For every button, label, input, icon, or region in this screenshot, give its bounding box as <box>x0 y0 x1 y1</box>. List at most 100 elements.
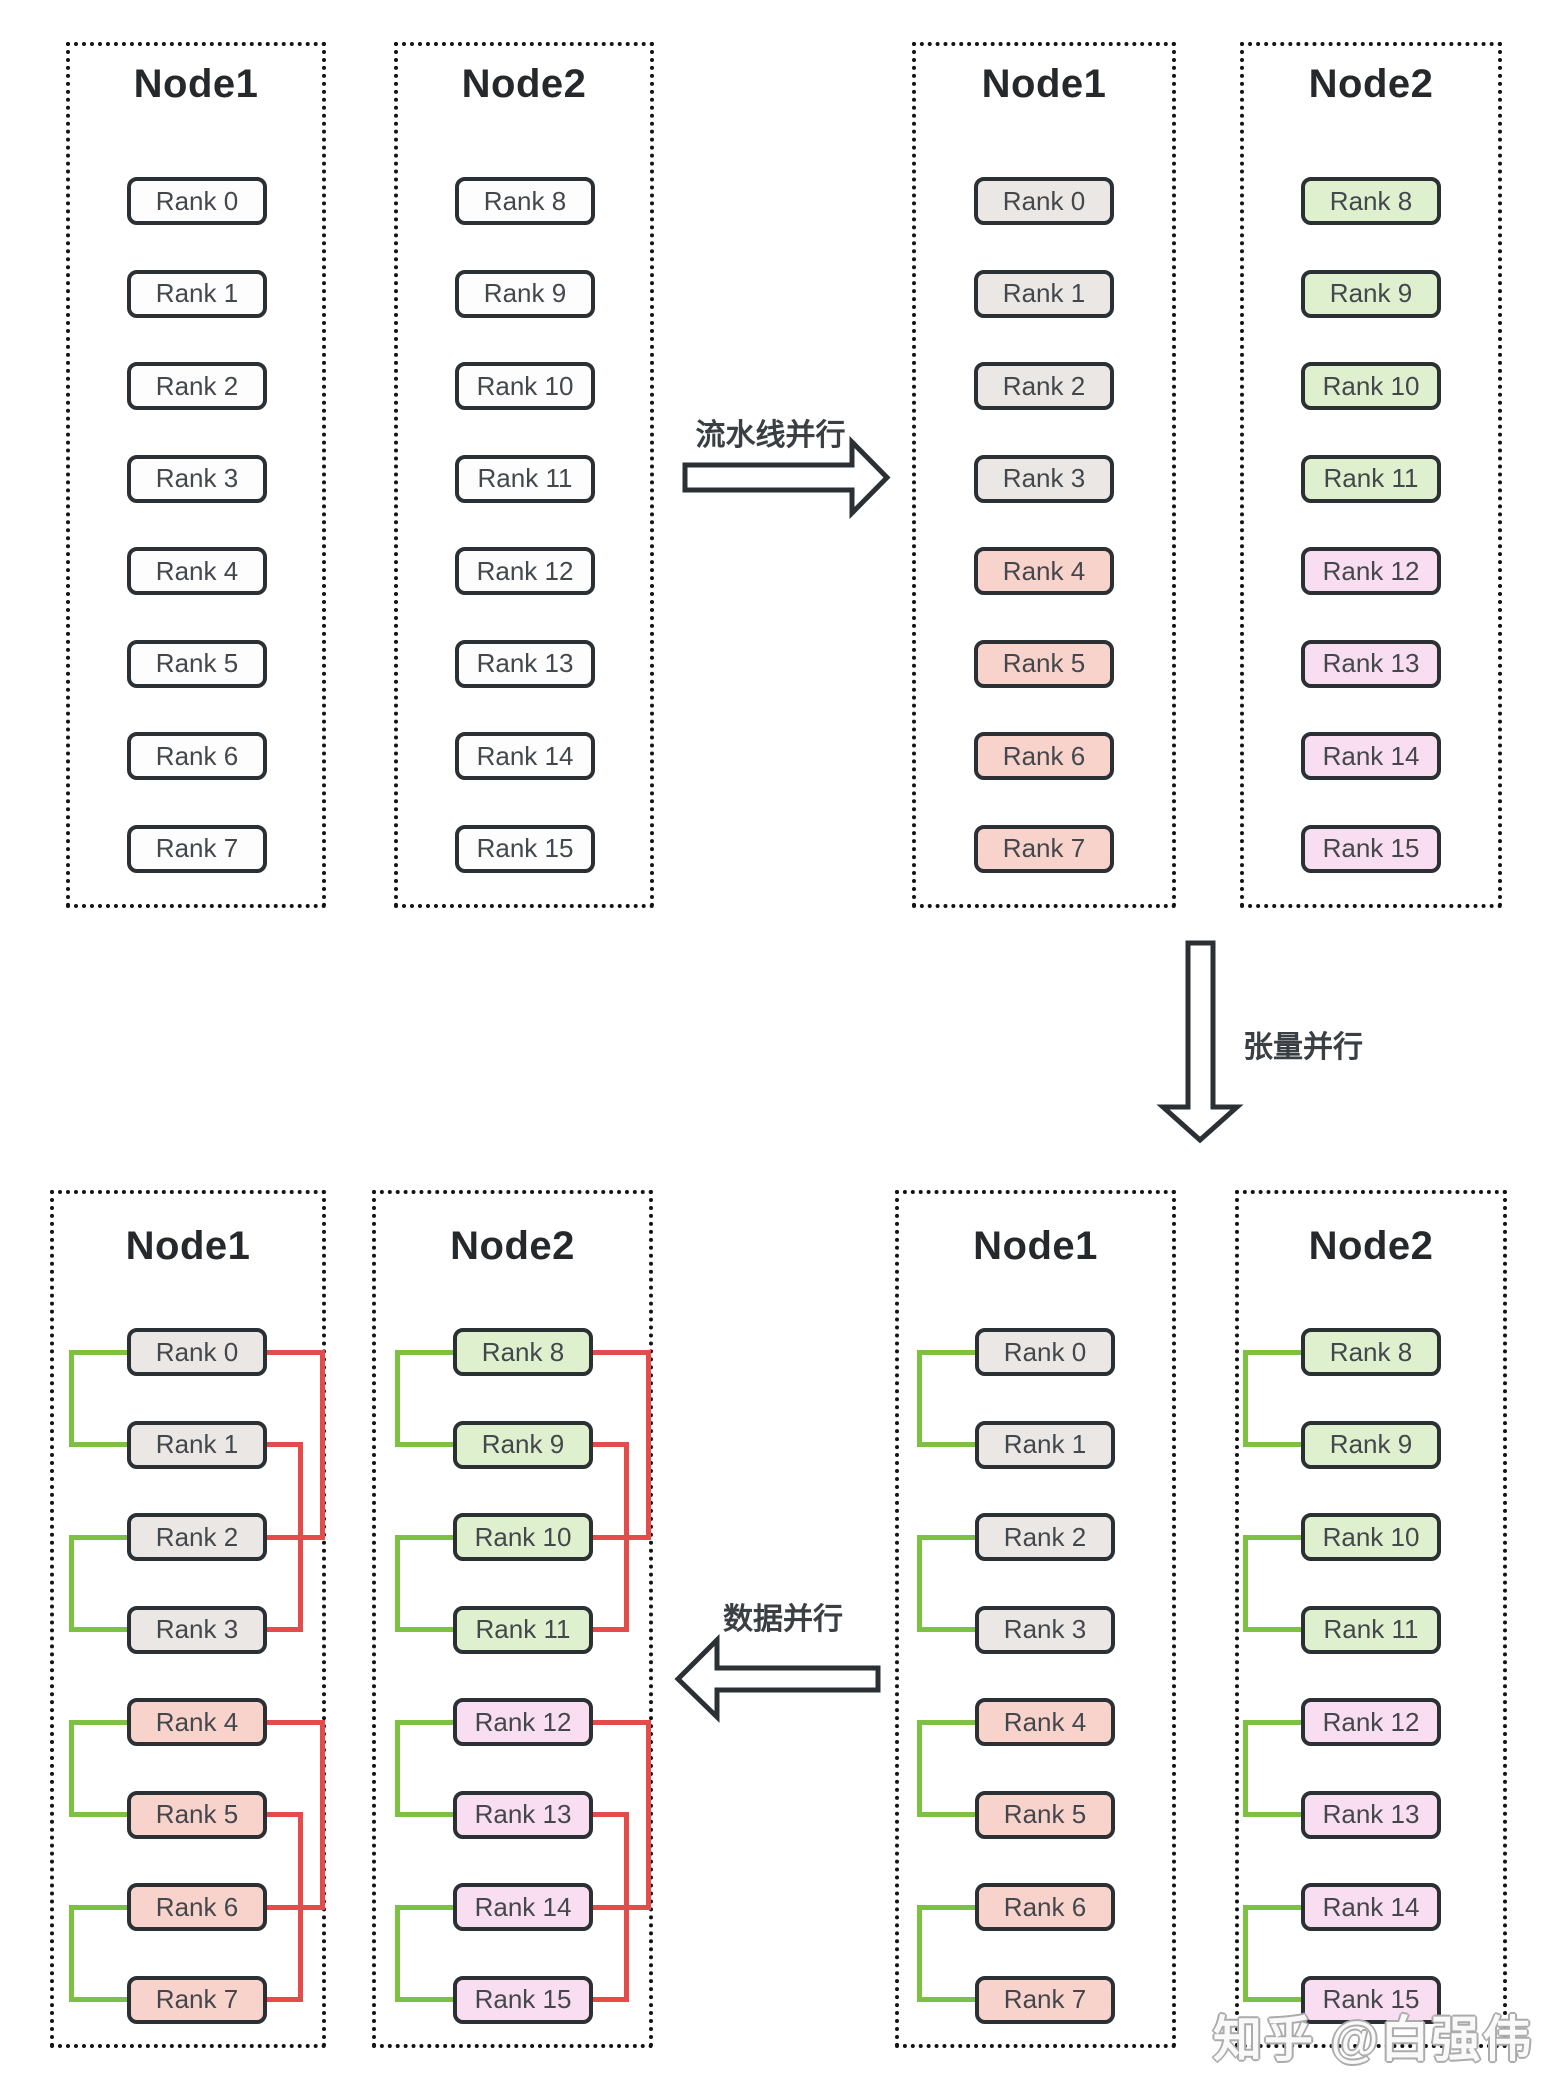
node-title: Node2 <box>461 62 587 106</box>
rank-box: Rank 11 <box>455 454 595 503</box>
rank-box: Rank 4 <box>975 1698 1115 1746</box>
node-title: Node1 <box>133 62 259 106</box>
rank-box: Rank 7 <box>127 1975 267 2024</box>
rank-box: Rank 6 <box>975 1883 1115 1931</box>
red-rank-link <box>589 1349 651 1540</box>
rank-box: Rank 3 <box>975 1605 1115 1654</box>
rank-box: Rank 4 <box>127 547 267 595</box>
rank-box: Rank 13 <box>453 1790 593 1839</box>
green-rank-link <box>395 1534 457 1632</box>
red-rank-link <box>589 1442 629 1632</box>
green-rank-link <box>69 1904 131 2002</box>
rank-box: Rank 9 <box>1301 1420 1441 1469</box>
rank-box: Rank 5 <box>974 639 1114 688</box>
green-rank-link <box>1243 1719 1305 1817</box>
red-rank-link <box>263 1442 303 1632</box>
green-rank-link <box>69 1534 131 1632</box>
rank-box: Rank 8 <box>1301 177 1441 225</box>
rank-box: Rank 7 <box>127 824 267 873</box>
rank-box: Rank 7 <box>974 824 1114 873</box>
rank-box: Rank 15 <box>1301 824 1441 873</box>
node-title: Node1 <box>981 62 1107 106</box>
red-rank-link <box>589 1812 629 2002</box>
green-rank-link <box>917 1534 979 1632</box>
rank-box: Rank 0 <box>127 1328 267 1376</box>
rank-box: Rank 3 <box>127 1605 267 1654</box>
rank-box: Rank 15 <box>453 1975 593 2024</box>
left-arrow-shape <box>674 1633 881 1723</box>
red-rank-link <box>263 1719 325 1910</box>
rank-box: Rank 10 <box>455 362 595 410</box>
rank-box: Rank 14 <box>455 732 595 780</box>
rank-box: Rank 11 <box>1301 1605 1441 1654</box>
green-rank-link <box>395 1904 457 2002</box>
green-rank-link <box>917 1349 979 1447</box>
node-title: Node2 <box>1308 1224 1434 1268</box>
rank-box: Rank 2 <box>127 1513 267 1561</box>
green-rank-link <box>395 1349 457 1447</box>
green-rank-link <box>917 1904 979 2002</box>
green-rank-link <box>1243 1534 1305 1632</box>
tensor-parallel-label: 张量并行 <box>1243 1031 1363 1064</box>
rank-box: Rank 12 <box>455 547 595 595</box>
rank-box: Rank 7 <box>975 1975 1115 2024</box>
node-title: Node1 <box>973 1224 1098 1268</box>
rank-box: Rank 8 <box>453 1328 593 1376</box>
rank-box: Rank 12 <box>1301 1698 1441 1746</box>
right-arrow-shape <box>682 435 891 520</box>
rank-box: Rank 1 <box>974 269 1114 318</box>
rank-box: Rank 14 <box>1301 1883 1441 1931</box>
watermark-text: 知乎 @白强伟 <box>1213 2013 1534 2067</box>
rank-box: Rank 6 <box>127 1883 267 1931</box>
rank-box: Rank 12 <box>453 1698 593 1746</box>
rank-box: Rank 9 <box>1301 269 1441 318</box>
rank-box: Rank 8 <box>455 177 595 225</box>
rank-box: Rank 0 <box>975 1328 1115 1376</box>
rank-box: Rank 0 <box>127 177 267 225</box>
rank-box: Rank 15 <box>455 824 595 873</box>
green-rank-link <box>1243 1904 1305 2002</box>
pipeline-parallel-label: 流水线并行 <box>695 419 846 452</box>
rank-box: Rank 14 <box>1301 732 1441 780</box>
tensor-parallel-arrow <box>1156 940 1244 1144</box>
rank-box: Rank 0 <box>974 177 1114 225</box>
node-title: Node2 <box>1308 62 1434 106</box>
green-rank-link <box>1243 1349 1305 1447</box>
rank-box: Rank 5 <box>127 639 267 688</box>
red-rank-link <box>263 1812 303 2002</box>
pipeline-parallel-arrow <box>682 435 891 520</box>
green-rank-link <box>69 1349 131 1447</box>
rank-box: Rank 2 <box>127 362 267 410</box>
rank-box: Rank 5 <box>975 1790 1115 1839</box>
rank-box: Rank 6 <box>974 732 1114 780</box>
node-title: Node1 <box>125 1224 251 1268</box>
rank-box: Rank 4 <box>127 1698 267 1746</box>
rank-box: Rank 13 <box>1301 639 1441 688</box>
rank-box: Rank 5 <box>127 1790 267 1839</box>
red-rank-link <box>589 1719 651 1910</box>
rank-box: Rank 12 <box>1301 547 1441 595</box>
rank-box: Rank 3 <box>127 454 267 503</box>
rank-box: Rank 9 <box>455 269 595 318</box>
data-parallel-label: 数据并行 <box>723 1603 843 1636</box>
down-arrow-shape <box>1156 940 1244 1144</box>
green-rank-link <box>395 1719 457 1817</box>
rank-box: Rank 8 <box>1301 1328 1441 1376</box>
rank-box: Rank 3 <box>974 454 1114 503</box>
rank-box: Rank 1 <box>127 269 267 318</box>
red-rank-link <box>263 1349 325 1540</box>
data-parallel-arrow <box>674 1633 881 1723</box>
rank-box: Rank 13 <box>455 639 595 688</box>
rank-box: Rank 6 <box>127 732 267 780</box>
node-title: Node2 <box>450 1224 575 1268</box>
green-rank-link <box>917 1719 979 1817</box>
rank-box: Rank 10 <box>453 1513 593 1561</box>
rank-box: Rank 2 <box>974 362 1114 410</box>
